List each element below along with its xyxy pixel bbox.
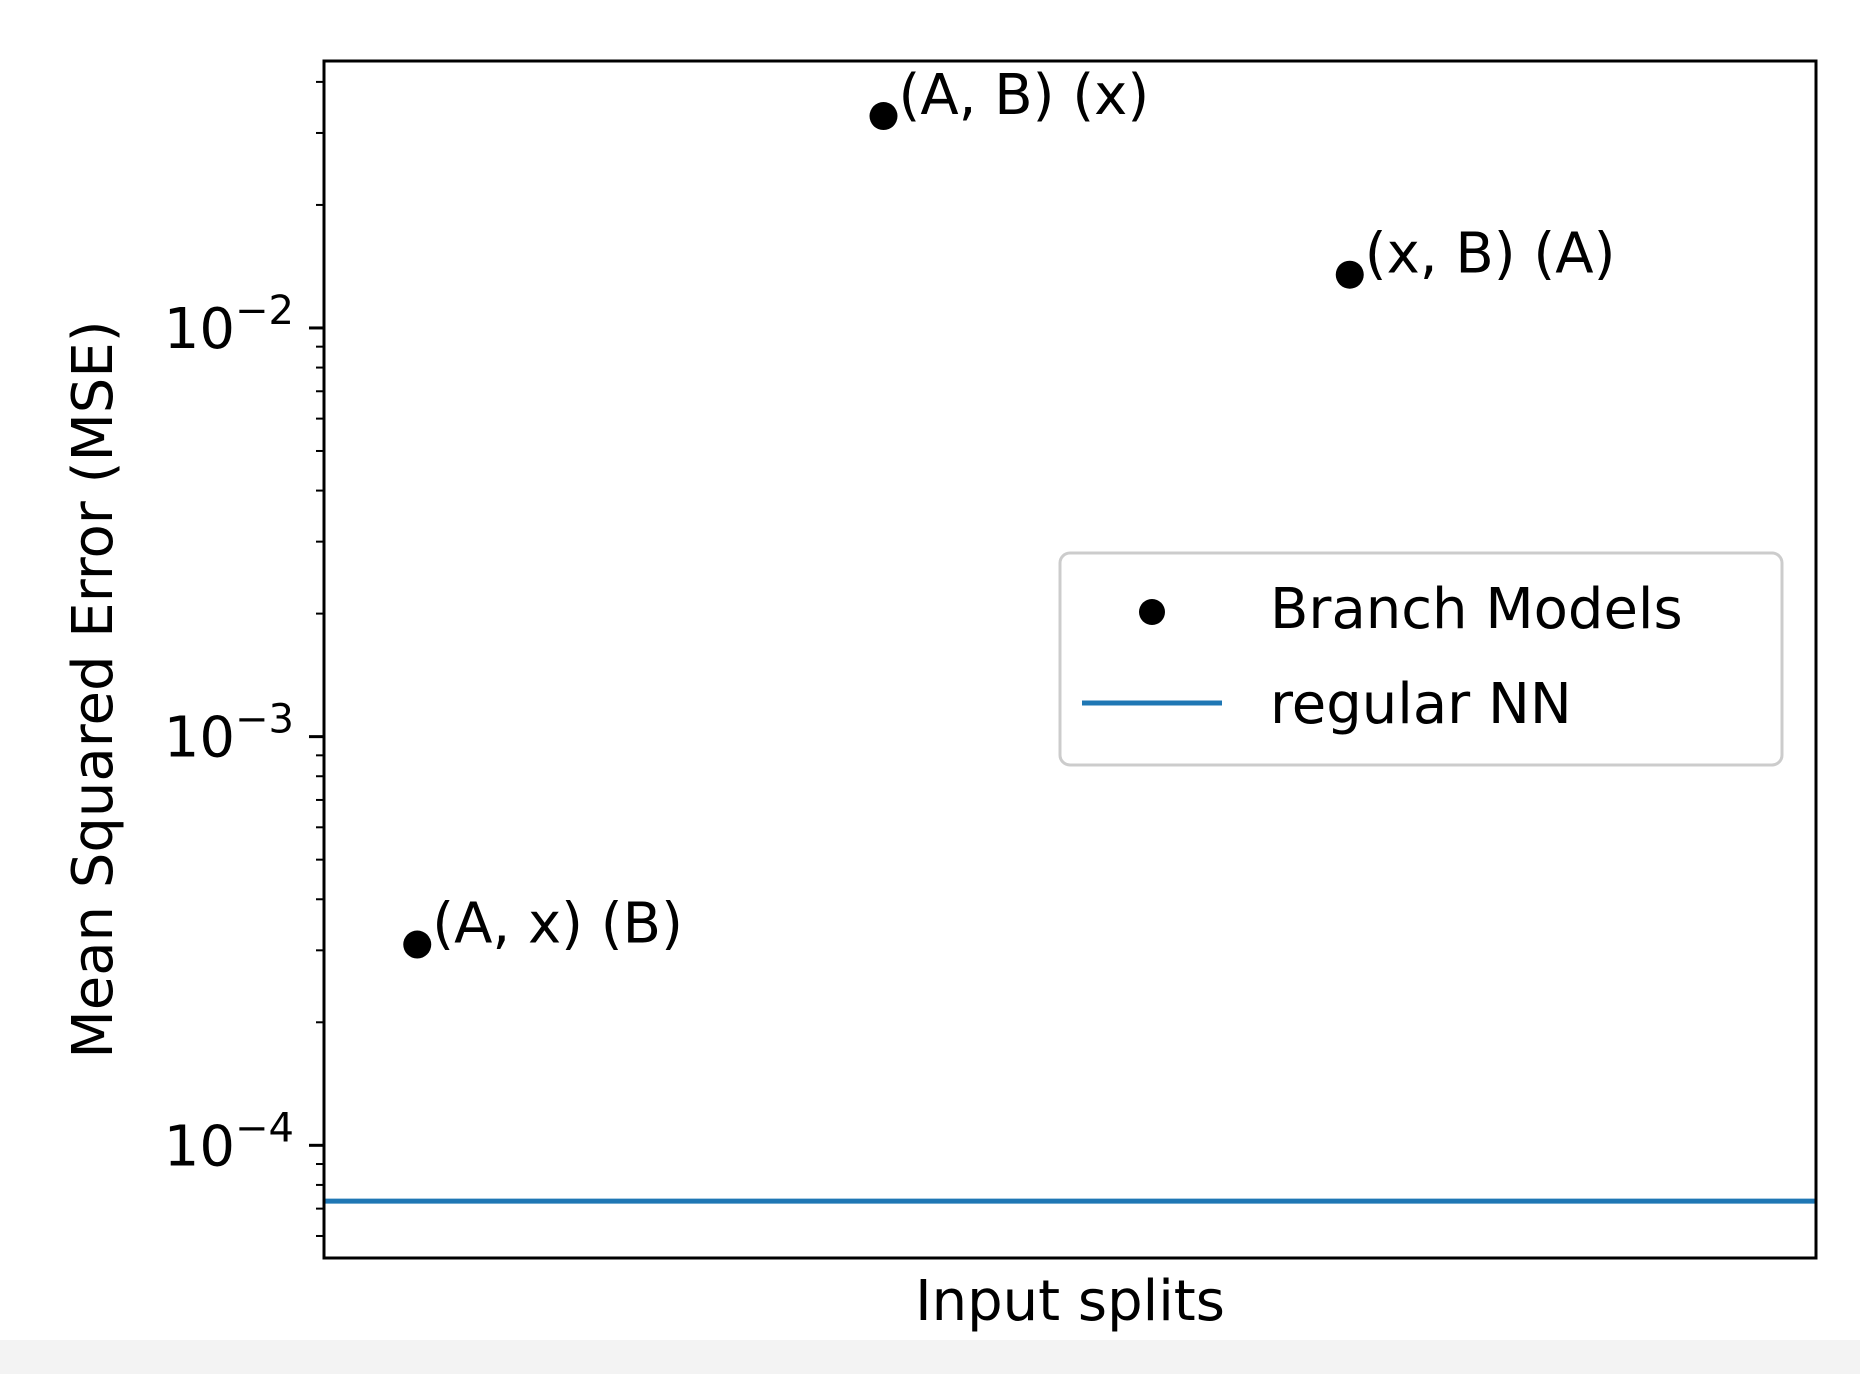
- branch-model-point: [1335, 260, 1364, 289]
- legend-box: [1058, 551, 1784, 767]
- y-axis-tick-labels: 10−4 10−3 10−2: [164, 288, 294, 1179]
- x-axis-label: Input splits: [915, 1269, 1225, 1334]
- scatter-points: [403, 102, 1364, 959]
- y-axis-ticks: [309, 80, 324, 1237]
- y-tick-label: 10−4: [164, 1105, 294, 1179]
- point-annotation: (A, B) (x): [899, 63, 1150, 128]
- point-annotation: (A, x) (B): [432, 892, 683, 957]
- legend-label-branch-models: Branch Models: [1270, 577, 1683, 642]
- plot-area-frame: [322, 59, 1818, 1260]
- point-annotation: (x, B) (A): [1365, 222, 1616, 287]
- legend: Branch Models regular NN: [1058, 551, 1784, 767]
- branch-model-point: [403, 930, 432, 959]
- point-annotations: (A, x) (B) (A, B) (x) (x, B) (A): [432, 63, 1615, 956]
- window-bottom-edge: [0, 1340, 1860, 1374]
- y-axis-label: Mean Squared Error (MSE): [61, 320, 126, 1058]
- branch-model-point: [869, 102, 898, 131]
- legend-marker-branch-models: [1139, 599, 1165, 625]
- legend-label-regular-nn: regular NN: [1270, 672, 1572, 737]
- y-tick-label: 10−2: [164, 288, 294, 362]
- y-tick-label: 10−3: [164, 697, 294, 771]
